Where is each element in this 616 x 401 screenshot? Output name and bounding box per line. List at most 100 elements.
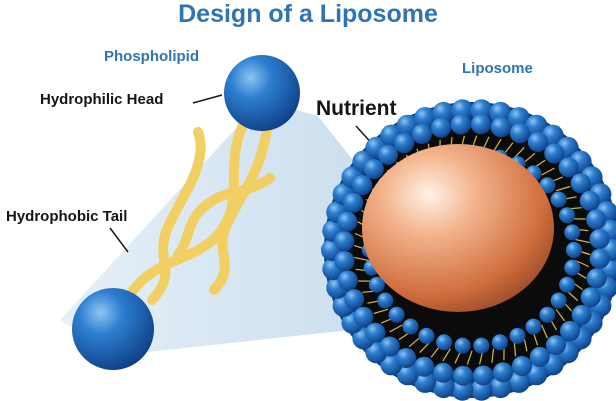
lipid-bead [378,144,398,165]
lipid-bead [564,224,581,241]
lipid-bead [570,173,591,194]
liposome-label: Liposome [462,60,533,77]
lipid-tail-strand [408,336,421,348]
lipid-bead [353,306,374,327]
lipid-tail-strand [566,290,579,302]
lipid-bead [586,268,607,289]
lipid-bead [334,231,355,252]
lipid-bead [490,117,511,138]
liposome [321,99,616,401]
lipid-bead [414,356,435,377]
lipid-tail-strand [523,152,536,164]
lipid-tail-strand [555,185,571,192]
lipid-tail-strand [513,146,525,159]
phospholipid-head-top [224,55,300,131]
lipid-bead [546,335,566,356]
lipid-tail-strand [541,324,548,339]
lipid-bead [473,365,494,386]
lipid-bead [368,276,385,293]
diagram-title: Design of a Liposome [178,0,438,28]
lipid-bead [571,304,592,325]
lipid-bead [433,362,454,383]
phospholipid-head-bottom [72,288,154,370]
lipid-bead [539,306,556,323]
lipid-bead [493,362,513,383]
nutrient-label: Nutrient [316,97,397,120]
lipid-bead [473,337,490,354]
lipid-bead [579,190,600,211]
lipid-tail-strand [575,238,590,244]
lipid-bead [512,356,532,376]
lipid-tail-strand [491,348,495,363]
lipid-bead [396,348,417,368]
lipid-bead [507,370,530,393]
lipid-bead [431,117,451,138]
lipid-bead [525,318,542,335]
lipid-bead [396,363,419,386]
hydrophilic-head-label: Hydrophilic Head [40,91,164,108]
lipid-bead [544,143,565,164]
lipid-bead [589,248,610,269]
lipid-bead [470,114,491,135]
lipid-bead [418,327,435,344]
lipid-tail-strand [419,341,431,354]
lipid-tail-strand [493,138,502,152]
lipid-bead [414,107,437,130]
lipid-bead [559,207,576,224]
lipid-bead [566,242,582,258]
lipid-bead [491,334,508,351]
lipid-bead [527,132,548,152]
lipid-bead [379,336,400,357]
lipid-bead [586,209,607,230]
lipid-bead [436,334,453,351]
lipid-tail-strand [442,348,451,362]
lipid-tail-strand [541,167,555,176]
lipid-bead [402,318,419,335]
lipid-bead [507,107,530,130]
lipid-bead [589,229,610,249]
lipid-bead [344,289,365,310]
tail-leader-line [109,227,129,253]
lipid-bead [564,259,581,276]
lipid-bead [580,287,601,308]
lipid-bead [539,177,556,194]
lipid-bead [558,157,579,178]
lipid-bead [489,101,512,124]
lipid-bead [388,306,405,323]
nutrient-core [362,144,554,312]
lipid-bead [509,123,530,144]
lipid-bead [453,365,474,386]
lipid-bead [559,276,576,293]
lipid-bead [509,327,526,344]
lipid-bead [337,270,358,291]
lipid-bead [560,321,581,341]
lipid-tail-strand [513,342,517,357]
lipid-tail-strand [555,308,566,322]
lipid-bead [352,175,373,196]
lipid-bead [550,292,567,309]
lipid-tail-strand [466,350,473,365]
lipid-bead [363,159,384,179]
lipid-bead [343,192,364,213]
lipid-bead [334,251,355,271]
lipid-bead [412,124,432,144]
lipid-bead [529,346,550,367]
lipid-tail-strand [373,308,389,315]
lipid-tail-strand [389,324,403,333]
lipid-bead [337,211,358,232]
lipid-bead [454,337,471,354]
lipid-bead [394,133,415,154]
phospholipid-label: Phospholipid [104,48,199,65]
lipid-bead [450,114,471,135]
lipid-bead [550,191,567,208]
hydrophobic-tails [123,113,275,305]
lipid-bead [414,370,437,393]
lipid-tail-strand [575,259,590,268]
lipid-bead [525,114,548,137]
lipid-bead [377,292,394,309]
lipid-bead [365,322,386,343]
lipid-bead [432,376,455,399]
head-leader-line [192,94,223,104]
